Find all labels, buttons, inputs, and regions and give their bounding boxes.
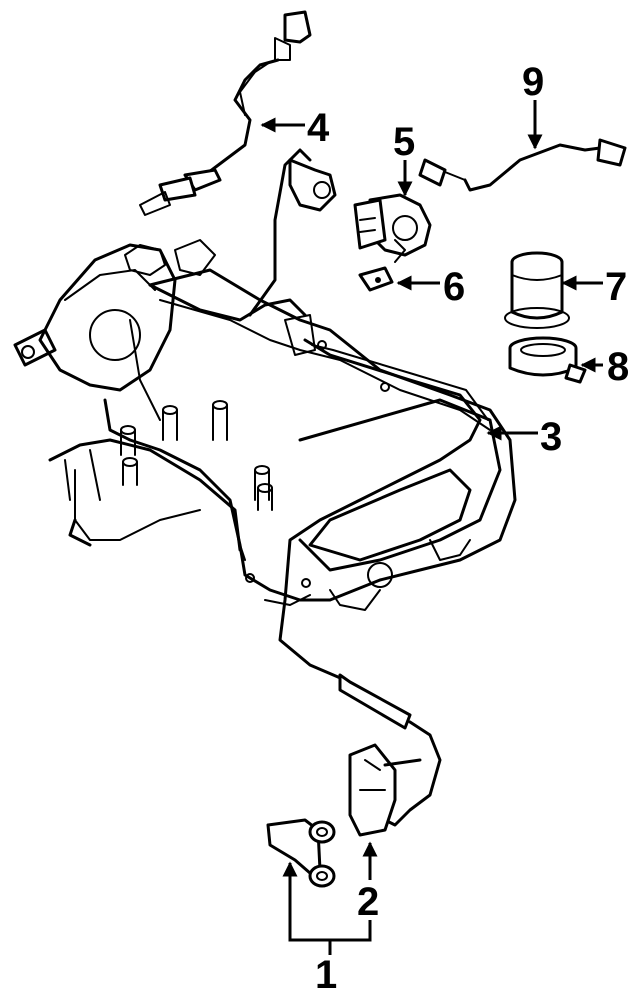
oxygen-sensor-upstream xyxy=(139,10,312,216)
fuel-filter-canister xyxy=(504,251,570,329)
knock-sensor-bracket xyxy=(266,818,336,888)
intake-manifold xyxy=(13,239,517,611)
callout-4: 4 xyxy=(307,106,330,150)
callout-labels: 1 2 3 4 5 6 7 8 9 xyxy=(307,60,629,993)
egr-valve xyxy=(353,193,432,263)
oxygen-sensor-downstream xyxy=(418,138,627,192)
callout-1: 1 xyxy=(315,953,337,993)
knock-sensor xyxy=(348,743,422,837)
knock-sensor-harness xyxy=(278,338,489,827)
callout-6: 6 xyxy=(443,265,465,309)
wiring-harness xyxy=(148,148,337,322)
callout-2: 2 xyxy=(357,880,379,924)
callout-8: 8 xyxy=(607,345,629,389)
callout-3: 3 xyxy=(540,415,562,459)
callout-leaders xyxy=(260,100,603,955)
seal-ring xyxy=(508,336,587,384)
callout-7: 7 xyxy=(605,265,627,309)
callout-9: 9 xyxy=(522,60,544,104)
callout-5: 5 xyxy=(393,120,415,164)
egr-gasket xyxy=(358,266,394,292)
